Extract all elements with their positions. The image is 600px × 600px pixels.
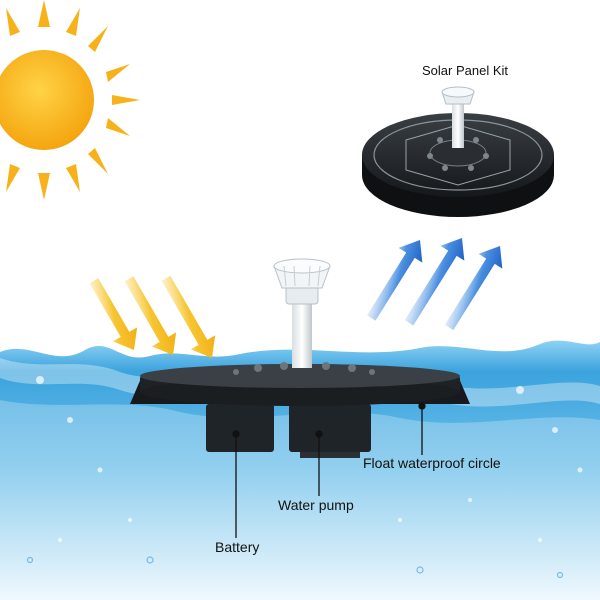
energy-arrow-icon [367, 238, 503, 331]
sunlight-arrow-icon [89, 275, 216, 358]
solar-panel-kit-label: Solar Panel Kit [422, 63, 508, 78]
float-waterproof-circle-label: Float waterproof circle [363, 455, 501, 471]
battery-label: Battery [215, 539, 260, 555]
floating-fountain-device [130, 258, 470, 458]
battery-box [206, 404, 274, 452]
solar-panel-kit-image [362, 86, 554, 217]
water-pump-label: Water pump [278, 497, 354, 513]
water-pump-box [289, 404, 371, 452]
callout-lines [232, 402, 426, 538]
sun-icon [0, 0, 140, 200]
